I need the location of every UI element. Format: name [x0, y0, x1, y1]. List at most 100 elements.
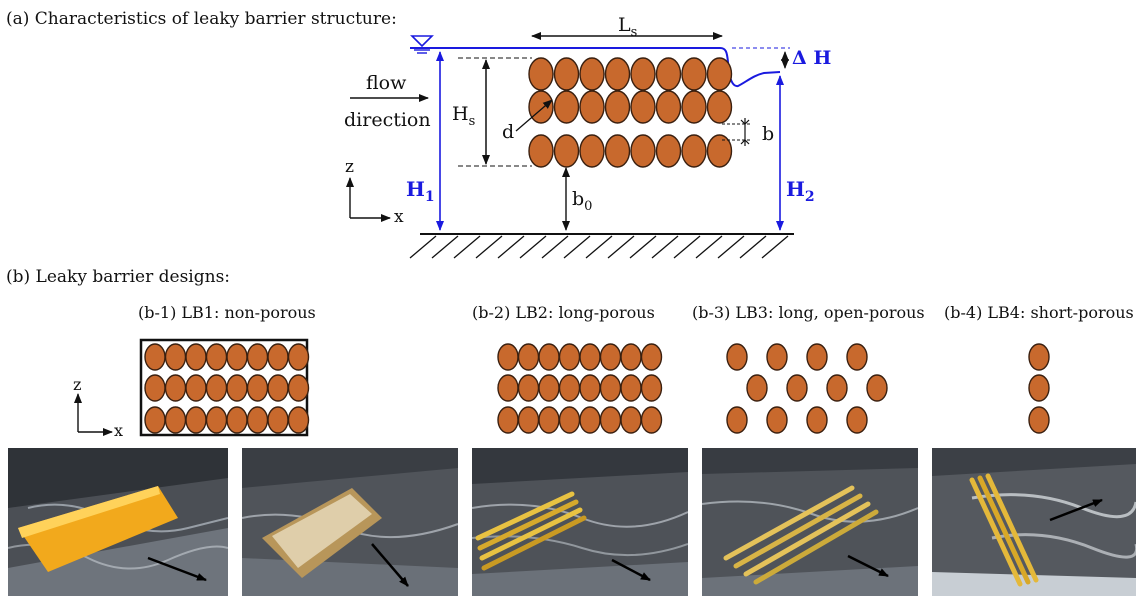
log-lb1 — [226, 406, 248, 434]
log-main — [630, 57, 656, 91]
log-lb3 — [826, 374, 848, 402]
log-lb2 — [599, 406, 622, 434]
design-label-lb2: (b-2) LB2: long-porous — [472, 303, 655, 322]
log-lb3 — [806, 343, 828, 371]
log-lb1 — [164, 343, 187, 371]
log-main — [630, 90, 656, 124]
log-lb2 — [558, 343, 581, 371]
log-main — [655, 134, 682, 168]
b-label: b — [762, 123, 774, 145]
photo-lb4 — [932, 448, 1136, 596]
diagram-canvas: (a) Characteristics of leaky barrier str… — [6, 9, 1134, 440]
log-lb2 — [579, 343, 601, 371]
log-lb1 — [205, 374, 228, 402]
log-lb3 — [806, 406, 828, 434]
log-main — [553, 57, 580, 91]
log-lb1 — [226, 343, 248, 371]
log-lb2 — [599, 343, 622, 371]
log-main — [706, 57, 733, 91]
water-level-symbol — [410, 35, 434, 54]
log-lb2 — [558, 374, 581, 402]
log-main — [655, 57, 682, 91]
h1-label: H1 — [406, 177, 435, 205]
log-main — [579, 134, 605, 168]
h2-label: H2 — [786, 177, 815, 205]
log-main — [706, 90, 733, 124]
log-lb3 — [726, 343, 748, 371]
design-label-lb3: (b-3) LB3: long, open-porous — [692, 303, 925, 322]
log-lb4 — [1028, 343, 1050, 371]
log-lb2 — [538, 343, 560, 371]
log-main — [630, 134, 656, 168]
log-main — [681, 134, 707, 168]
log-lb1 — [144, 374, 166, 402]
log-main — [528, 90, 554, 124]
log-lb2 — [620, 406, 642, 434]
ls-label: Ls — [618, 14, 637, 40]
log-lb2 — [497, 343, 519, 371]
lb4-logs — [1028, 343, 1050, 434]
design-label-lb1: (b-1) LB1: non-porous — [138, 303, 316, 322]
hs-label: Hs — [452, 103, 475, 129]
log-lb3 — [726, 406, 748, 434]
log-main — [604, 57, 631, 91]
lb3-logs — [726, 343, 888, 434]
b0-label: b0 — [572, 188, 592, 214]
log-lb3 — [786, 374, 808, 402]
log-lb2 — [640, 406, 663, 434]
flow-label-1: flow — [366, 72, 407, 94]
dh-label: Δ H — [792, 47, 831, 69]
log-lb2 — [538, 374, 560, 402]
log-lb2 — [558, 406, 581, 434]
log-main — [579, 57, 605, 91]
photo-lb3 — [702, 448, 918, 596]
log-lb1 — [164, 406, 187, 434]
log-lb1 — [205, 406, 228, 434]
log-lb2 — [640, 374, 663, 402]
log-lb2 — [640, 343, 663, 371]
log-lb1 — [185, 374, 207, 402]
barrier-logs-main — [528, 57, 733, 168]
d-arrow — [515, 99, 553, 132]
log-lb3 — [766, 406, 788, 434]
log-lb3 — [866, 374, 888, 402]
log-lb1 — [185, 343, 207, 371]
log-lb1 — [185, 406, 207, 434]
log-lb2 — [620, 343, 642, 371]
log-lb2 — [497, 374, 519, 402]
log-lb2 — [599, 374, 622, 402]
log-lb1 — [287, 374, 310, 402]
ground-hatch — [409, 233, 794, 259]
photo-lb1-b — [242, 448, 458, 596]
axis-z-label-a: z — [345, 157, 354, 177]
axis-x-label-a: x — [394, 207, 404, 227]
log-lb1 — [144, 406, 166, 434]
log-lb4 — [1028, 374, 1050, 402]
log-lb2 — [579, 374, 601, 402]
log-main — [681, 90, 707, 124]
log-lb1 — [246, 374, 269, 402]
d-label: d — [502, 121, 514, 143]
log-lb2 — [579, 406, 601, 434]
log-lb1 — [205, 343, 228, 371]
log-main — [553, 134, 580, 168]
log-main — [604, 90, 631, 124]
log-lb3 — [746, 374, 768, 402]
water-surface-line — [410, 47, 781, 88]
log-lb1 — [267, 406, 289, 434]
log-lb1 — [287, 343, 310, 371]
log-lb1 — [267, 343, 289, 371]
log-lb3 — [846, 343, 868, 371]
design-label-lb4: (b-4) LB4: short-porous — [944, 303, 1134, 322]
log-lb1 — [164, 374, 187, 402]
log-main — [553, 90, 580, 124]
log-lb2 — [620, 374, 642, 402]
log-lb1 — [246, 406, 269, 434]
axis-x-label-b: x — [114, 421, 123, 440]
log-main — [706, 134, 733, 168]
log-lb1 — [226, 374, 248, 402]
log-lb2 — [517, 343, 540, 371]
log-lb4 — [1028, 406, 1050, 434]
photo-lb2 — [472, 448, 688, 596]
log-main — [528, 134, 554, 168]
